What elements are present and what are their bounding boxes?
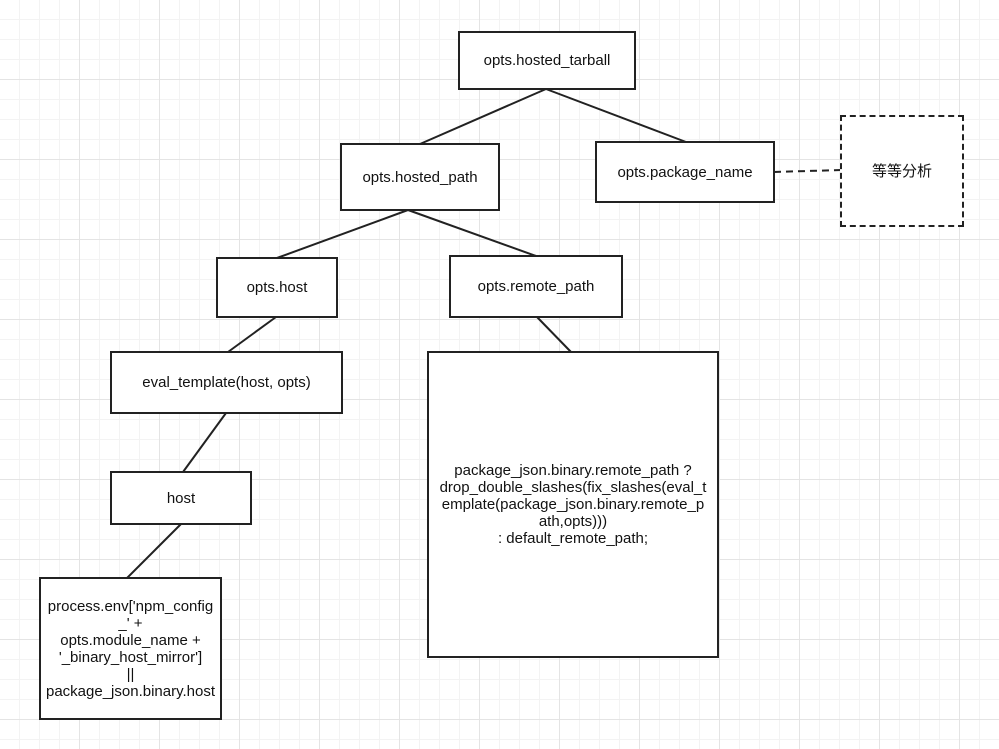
node-remote-path-expression: package_json.binary.remote_path ? drop_d…: [427, 351, 719, 658]
edge-remote-path-to-remote-path-expression: [536, 316, 572, 353]
edge-hosted-tarball-to-package-name: [545, 88, 687, 143]
node-package-name-label: opts.package_name: [617, 163, 753, 181]
node-remote-path-label: opts.remote_path: [477, 278, 595, 295]
node-package-name: opts.package_name: [595, 141, 775, 203]
node-remote-path: opts.remote_path: [449, 255, 623, 318]
edge-host-value-to-host-expression: [126, 523, 182, 579]
node-eval-template: eval_template(host, opts): [110, 351, 343, 414]
node-host-value: host: [110, 471, 252, 525]
node-hosted-path: opts.hosted_path: [340, 143, 500, 211]
node-host-label: opts.host: [246, 279, 308, 296]
node-eval-template-label: eval_template(host, opts): [142, 374, 311, 391]
node-host-value-label: host: [166, 489, 196, 507]
node-note-label: 等等分析: [871, 162, 932, 180]
node-hosted-tarball-label: opts.hosted_tarball: [483, 52, 611, 69]
edge-eval-template-to-host-value: [182, 412, 227, 473]
node-host: opts.host: [216, 257, 338, 318]
edge-host-to-eval-template: [227, 316, 277, 353]
edge-hosted-path-to-remote-path: [407, 209, 537, 257]
node-note: 等等分析: [840, 115, 964, 227]
node-remote-path-expression-label: package_json.binary.remote_path ? drop_d…: [439, 462, 707, 547]
node-hosted-path-label: opts.hosted_path: [362, 168, 478, 186]
node-host-expression-label: process.env['npm_config_' + opts.module_…: [46, 597, 215, 700]
edge-hosted-path-to-host: [276, 209, 409, 259]
node-hosted-tarball: opts.hosted_tarball: [458, 31, 636, 90]
edge-package-name-to-note: [773, 169, 842, 173]
edge-hosted-tarball-to-hosted-path: [419, 88, 547, 145]
node-host-expression: process.env['npm_config_' + opts.module_…: [39, 577, 222, 720]
